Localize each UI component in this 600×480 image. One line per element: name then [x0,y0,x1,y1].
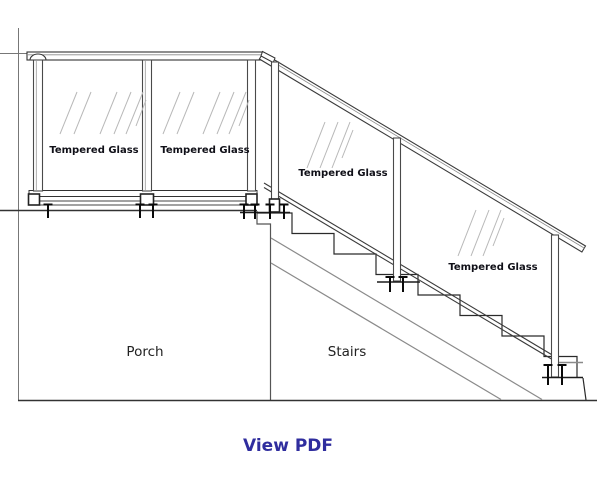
hatch-stair-panel-1 [306,121,354,169]
tempered-glass-label-2: Tempered Glass [160,145,250,156]
tempered-glass-label-3: Tempered Glass [298,168,388,179]
stringer-bottom-line [270,262,502,401]
porch-right-edge [256,211,272,400]
shoe-right-post [245,193,258,206]
anchor-bolts [43,203,567,385]
porch-top-rail-bar [26,51,263,61]
porch-post-middle [141,59,153,192]
stair-steps [257,212,587,401]
bolt [250,203,260,219]
stair-post-middle [392,137,402,282]
porch-area-label: Porch [126,344,164,360]
stair-bottom-rail-lower [263,187,555,361]
tempered-glass-label-1: Tempered Glass [49,145,139,156]
stair-post-bottom [550,234,560,378]
stair-bottom-rail-upper [263,182,555,357]
mounting-plates [240,211,583,379]
steps-zigzag [257,212,578,377]
bolt [43,203,53,218]
stair-top-rail [258,50,587,253]
glass-hatch-marks [59,91,505,257]
stair-post-top [270,61,280,214]
porch-top-rail [26,51,263,61]
stair-bottom-rail [263,182,583,364]
shoe-middle-post [139,193,155,206]
bolt [239,203,249,219]
hatch-porch-panel-1 [59,91,147,135]
guide-lines [0,28,27,400]
bolt [557,364,567,385]
hatch-stair-panel-2 [457,209,505,257]
railing-posts [32,59,560,378]
last-riser [582,377,587,401]
bolt [148,203,158,218]
stringer-top-line [270,237,543,401]
bolt [385,276,395,292]
tempered-glass-label-4: Tempered Glass [448,262,538,273]
stair-top-rail-inner-line [261,54,585,249]
porch-post-right [246,59,257,192]
porch-post-left [32,59,44,192]
bolt [543,364,553,385]
hatch-porch-panel-2 [162,91,250,135]
bolt [398,276,408,292]
porch-outline [0,209,597,402]
stair-stringer [270,237,543,401]
stairs-area-label: Stairs [327,344,367,360]
bolt [279,203,289,219]
rail-end-dome-cap [29,53,47,61]
shoe-left-post [27,193,41,206]
bolt [135,203,145,218]
view-pdf-link[interactable]: View PDF [242,436,334,456]
bolt [265,203,275,219]
